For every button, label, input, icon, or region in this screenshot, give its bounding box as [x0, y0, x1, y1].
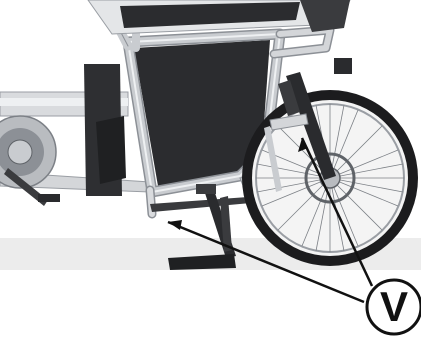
rear-hub [0, 116, 60, 206]
callout-v-label: V [368, 281, 420, 333]
arrowhead-stand [168, 220, 182, 230]
